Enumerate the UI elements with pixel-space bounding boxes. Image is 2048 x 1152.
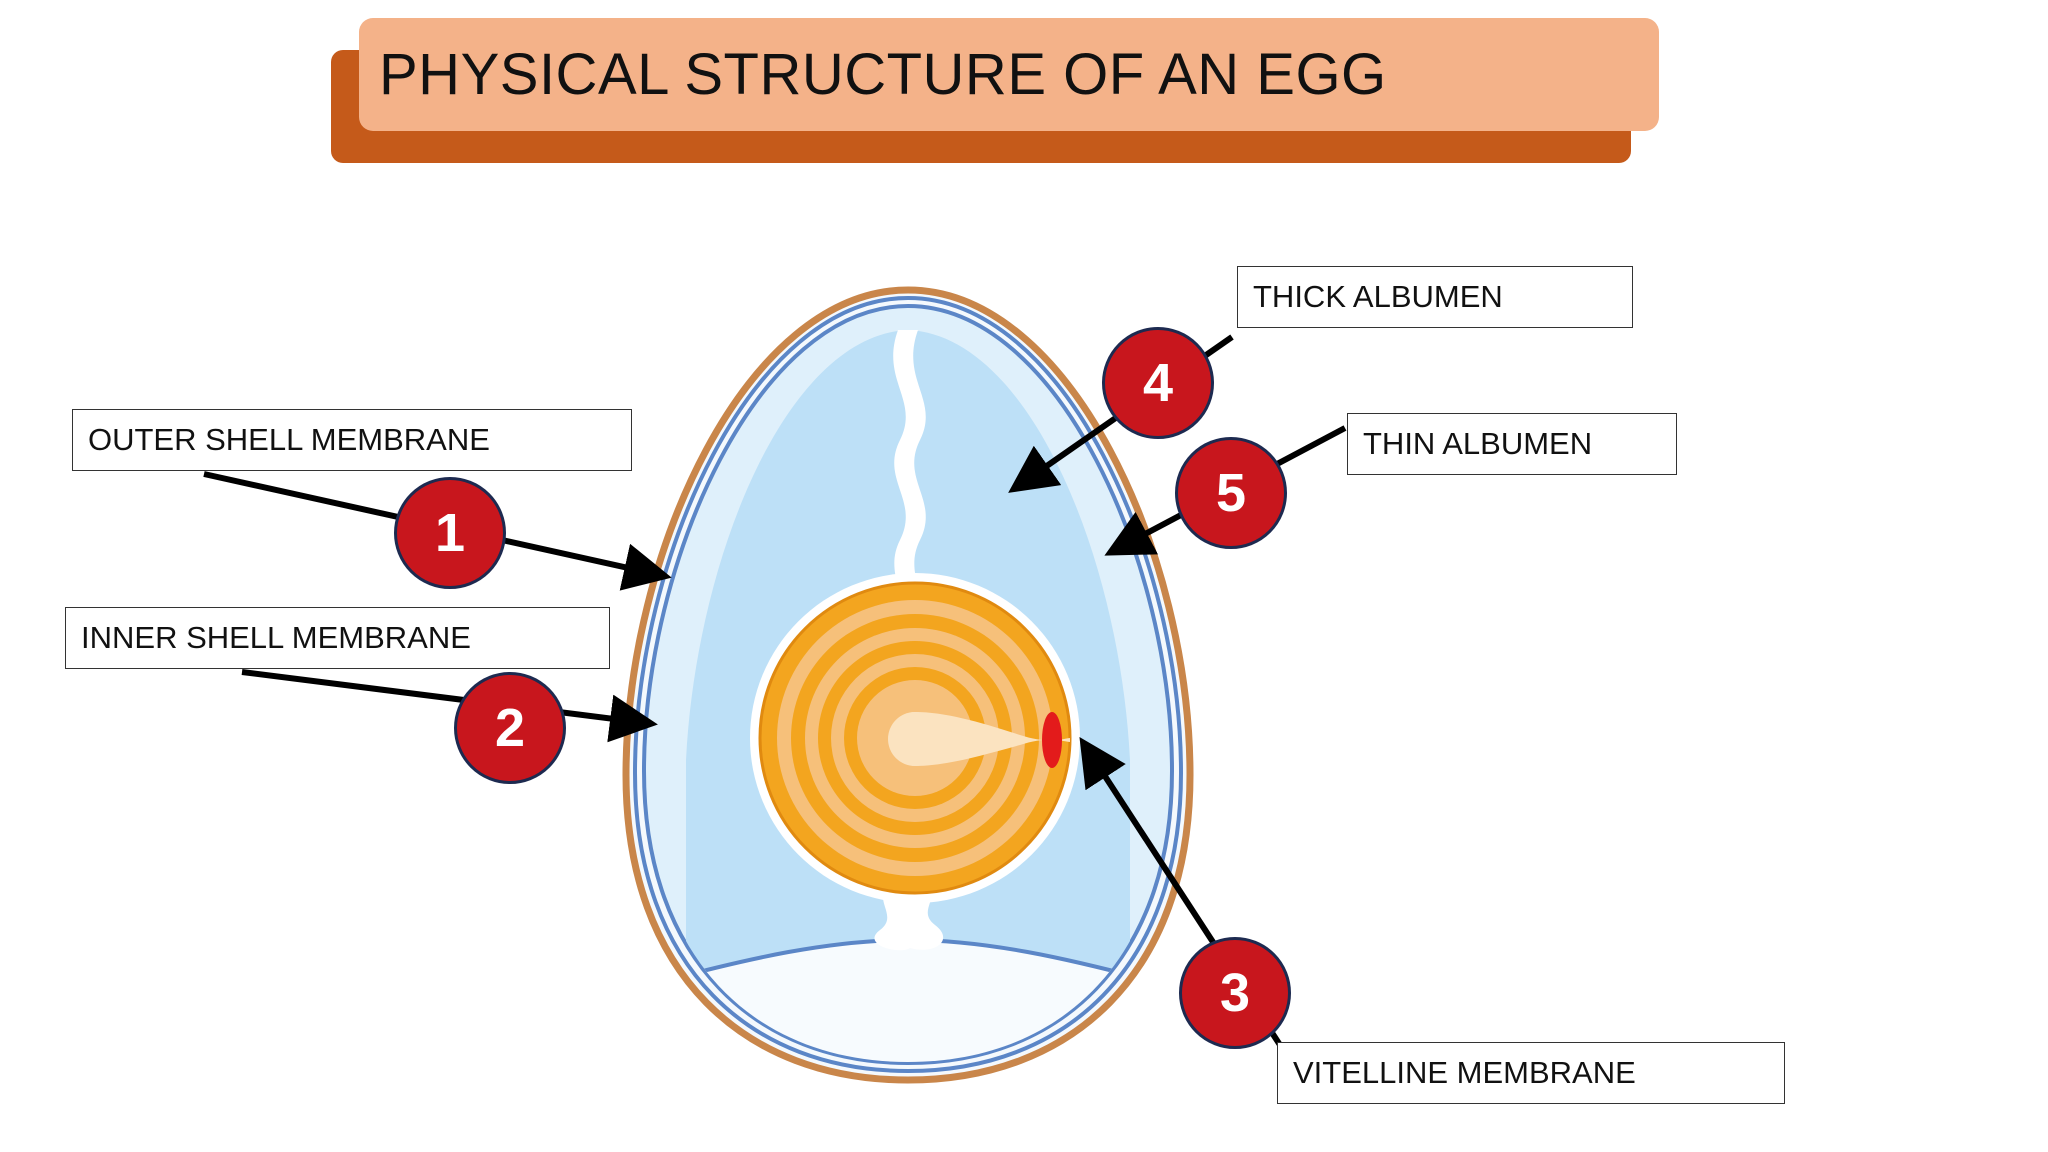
badge-1: 1 bbox=[394, 477, 506, 589]
badge-3: 3 bbox=[1179, 937, 1291, 1049]
pointer-line-2 bbox=[241, 669, 658, 743]
label-thin-albumen: THIN ALBUMEN bbox=[1347, 413, 1677, 475]
page-title: PHYSICAL STRUCTURE OF AN EGG bbox=[379, 42, 1387, 107]
yolk bbox=[750, 573, 1080, 903]
title-banner: PHYSICAL STRUCTURE OF AN EGG bbox=[359, 18, 1659, 131]
label-vitelline-membrane: VITELLINE MEMBRANE bbox=[1277, 1042, 1785, 1104]
label-thick-albumen: THICK ALBUMEN bbox=[1237, 266, 1633, 328]
badge-2: 2 bbox=[454, 672, 566, 784]
label-inner-shell-membrane: INNER SHELL MEMBRANE bbox=[65, 607, 610, 669]
label-outer-shell-membrane: OUTER SHELL MEMBRANE bbox=[72, 409, 632, 471]
badge-4: 4 bbox=[1102, 327, 1214, 439]
badge-5: 5 bbox=[1175, 437, 1287, 549]
germinal-disc bbox=[1042, 712, 1062, 768]
